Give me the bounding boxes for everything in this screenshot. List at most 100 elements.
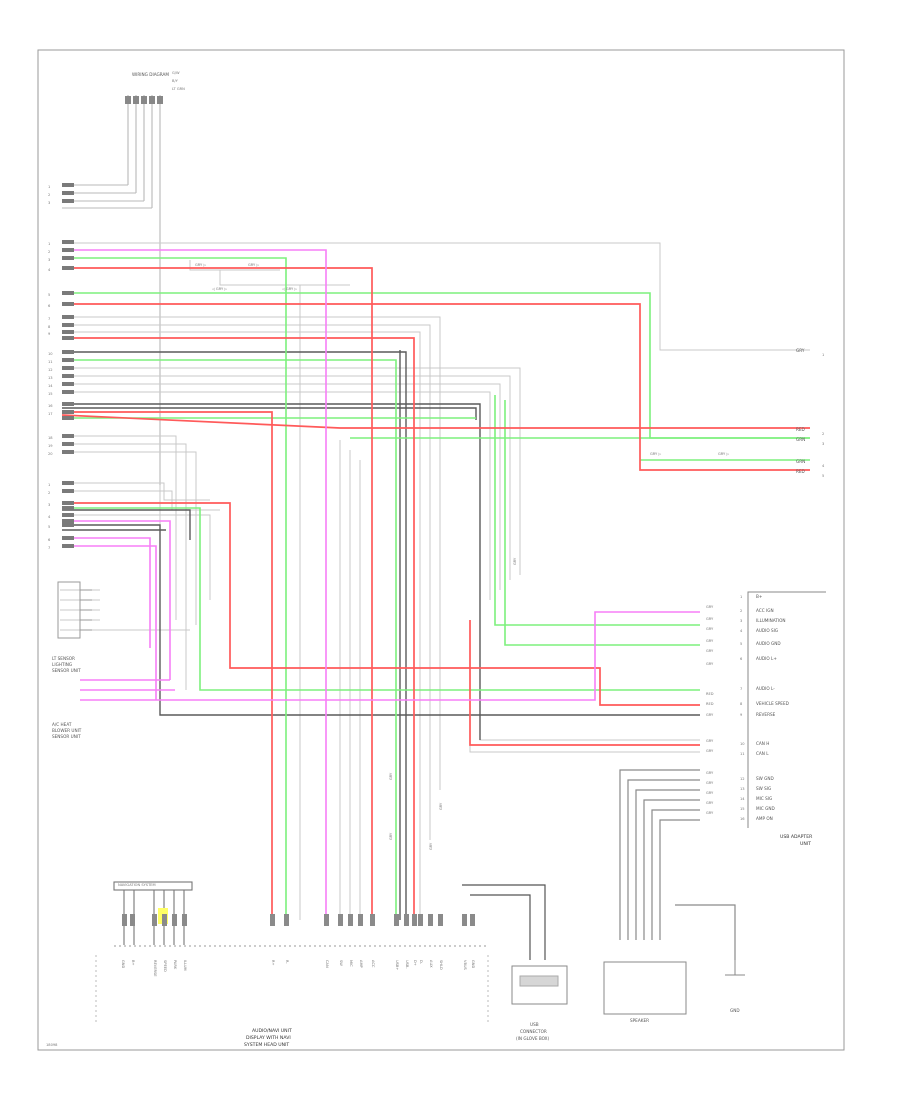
svg-text:VBUS: VBUS — [463, 960, 467, 971]
svg-text:8: 8 — [740, 702, 743, 706]
svg-text:1: 1 — [48, 242, 50, 246]
svg-text:RED: RED — [796, 469, 805, 474]
svg-text:4: 4 — [740, 629, 743, 633]
svg-text:GND: GND — [471, 960, 475, 968]
svg-text:ACC: ACC — [371, 960, 375, 968]
svg-text:GRY: GRY — [429, 842, 433, 850]
svg-text:5: 5 — [822, 474, 824, 478]
svg-text:3: 3 — [740, 619, 742, 623]
usb-label-3: (IN GLOVE BOX) — [516, 1036, 550, 1041]
svg-text:GRY: GRY — [706, 791, 714, 795]
speaker-box — [603, 961, 687, 1015]
svg-text:GRN: GRN — [796, 459, 805, 464]
svg-text:RED: RED — [706, 702, 714, 706]
svg-text:USB-: USB- — [405, 960, 409, 969]
svg-text:1: 1 — [822, 353, 824, 357]
diagram-frame — [37, 49, 845, 1051]
svg-text:13: 13 — [740, 787, 745, 791]
svg-text:2: 2 — [48, 491, 50, 495]
svg-text:MIC: MIC — [349, 960, 353, 967]
magenta-wires — [62, 249, 700, 920]
svg-text:◁ GRY ▷: ◁ GRY ▷ — [212, 287, 227, 291]
svg-text:7: 7 — [48, 317, 50, 321]
svg-text:17: 17 — [48, 412, 53, 416]
svg-text:10: 10 — [740, 742, 745, 746]
usb-label-1: USB — [530, 1022, 539, 1027]
gray-wire-lattice — [60, 242, 810, 920]
svg-text:12: 12 — [48, 368, 53, 372]
svg-text:GRY: GRY — [706, 649, 714, 653]
svg-text:2: 2 — [740, 609, 742, 613]
svg-text:1: 1 — [740, 595, 742, 599]
svg-text:GRY: GRY — [706, 639, 714, 643]
svg-text:20: 20 — [48, 452, 53, 456]
svg-text:7: 7 — [48, 546, 50, 550]
svg-text:SW: SW — [339, 960, 343, 966]
right-unit-title-1: USB ADAPTER — [780, 834, 813, 840]
svg-text:4: 4 — [48, 268, 51, 272]
svg-text:5: 5 — [48, 525, 50, 529]
svg-text:R-: R- — [285, 960, 289, 964]
svg-text:AUDIO GND: AUDIO GND — [756, 641, 781, 646]
svg-text:GRY: GRY — [389, 772, 393, 780]
small-switch-block — [57, 581, 92, 639]
footer-code: 18098 — [46, 1043, 58, 1047]
svg-text:11: 11 — [48, 360, 53, 364]
svg-text:AUDIO SIG: AUDIO SIG — [756, 628, 778, 633]
svg-text:GRY: GRY — [439, 802, 443, 810]
svg-text:GRY: GRY — [706, 605, 714, 609]
svg-text:D+: D+ — [413, 960, 417, 966]
svg-text:GRY: GRY — [389, 832, 393, 840]
svg-text:ILLUM: ILLUM — [183, 960, 187, 971]
svg-text:GRY ▷: GRY ▷ — [650, 452, 661, 456]
svg-text:5: 5 — [48, 293, 50, 297]
svg-text:3: 3 — [48, 503, 50, 507]
svg-text:12: 12 — [740, 777, 745, 781]
svg-text:3: 3 — [48, 258, 50, 262]
left-pin-stubs — [62, 183, 74, 548]
svg-text:CAN L: CAN L — [756, 751, 769, 756]
svg-text:4: 4 — [822, 464, 825, 468]
svg-text:18: 18 — [48, 436, 53, 440]
svg-text:USB+: USB+ — [395, 960, 399, 970]
main-unit-title-2: DISPLAY WITH NAVI — [246, 1035, 291, 1041]
svg-text:15: 15 — [48, 392, 53, 396]
svg-text:GRY: GRY — [706, 617, 714, 621]
svg-text:14: 14 — [740, 797, 745, 801]
svg-text:GRY ▷: GRY ▷ — [718, 452, 729, 456]
svg-text:16: 16 — [48, 404, 53, 408]
main-unit-title-3: SYSTEM HEAD UNIT — [244, 1042, 289, 1048]
svg-text:AMP: AMP — [359, 960, 363, 969]
svg-text:GRY: GRY — [706, 713, 714, 717]
svg-text:GRY: GRY — [706, 771, 714, 775]
svg-text:REVERSE: REVERSE — [153, 960, 157, 977]
svg-text:2: 2 — [48, 193, 50, 197]
svg-text:GRY: GRY — [706, 749, 714, 753]
svg-text:VEHICLE SPEED: VEHICLE SPEED — [756, 701, 789, 706]
svg-text:1: 1 — [48, 483, 50, 487]
svg-text:2: 2 — [822, 432, 824, 436]
svg-text:10: 10 — [48, 352, 53, 356]
svg-text:ILLUMINATION: ILLUMINATION — [756, 618, 786, 623]
svg-text:3: 3 — [48, 201, 50, 205]
svg-text:SW SIG: SW SIG — [756, 786, 771, 791]
svg-text:ACC IGN: ACC IGN — [756, 608, 774, 613]
left-sensor-label-1: LT SENSOR — [52, 656, 75, 661]
inline-markers: GRY ▷ GRY ▷ ◁ GRY ▷ ◁ GRY ▷ GRY ▷ GRY ▷ — [195, 263, 729, 456]
left-sensor-label-3: SENSOR UNIT — [52, 668, 81, 673]
svg-text:CAN: CAN — [325, 960, 329, 968]
svg-text:6: 6 — [48, 538, 51, 542]
left-heat-label-1: A/C HEAT — [52, 722, 72, 727]
speaker-harness — [619, 769, 736, 960]
svg-text:GRY: GRY — [706, 739, 714, 743]
left-heat-label-3: SENSOR UNIT — [52, 734, 81, 739]
main-connector-vertical-labels: GND B+ REVERSE SPEED PARK ILLUM R+ R- CA… — [121, 960, 475, 977]
svg-text:19: 19 — [48, 444, 53, 448]
svg-text:REVERSE: REVERSE — [756, 712, 776, 717]
usb-connector-box — [511, 965, 568, 1005]
svg-text:2: 2 — [48, 250, 50, 254]
